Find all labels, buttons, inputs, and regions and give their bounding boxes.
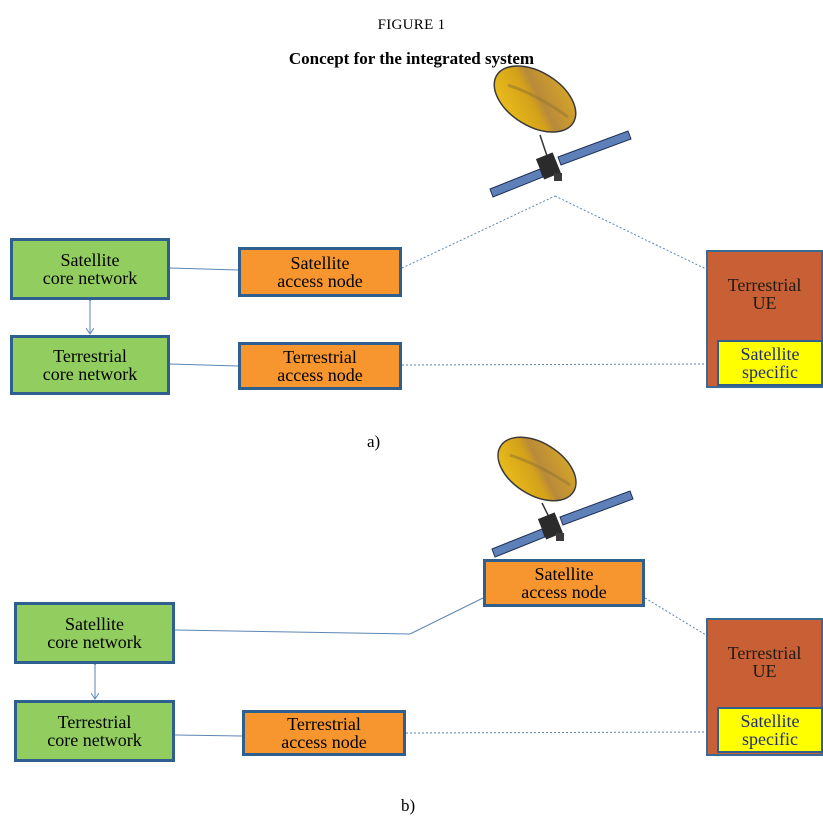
- figure-caption: Concept for the integrated system: [288, 49, 535, 68]
- link-a-satellite-ue: [554, 195, 707, 270]
- panel-b-label: b): [401, 796, 416, 815]
- figure-number: FIGURE 1: [377, 17, 446, 33]
- link-b-satcore-sataccess-2: [409, 597, 484, 635]
- panel-a-label: a): [367, 432, 381, 451]
- satellite-a-icon: [489, 65, 632, 198]
- link-a-terraccess-ue: [401, 363, 707, 366]
- link-b-sataccess-ue: [644, 597, 707, 636]
- link-b-terraccess-ue: [405, 731, 707, 734]
- link-b-terrcore-terraccess: [174, 734, 243, 737]
- link-a-sataccess-satellite: [401, 195, 556, 269]
- satellite-b-icon: [491, 436, 634, 558]
- link-a-terrcore-terraccess: [169, 363, 239, 367]
- link-a-satcore-sataccess: [169, 267, 239, 271]
- link-b-satcore-sataccess: [174, 629, 411, 635]
